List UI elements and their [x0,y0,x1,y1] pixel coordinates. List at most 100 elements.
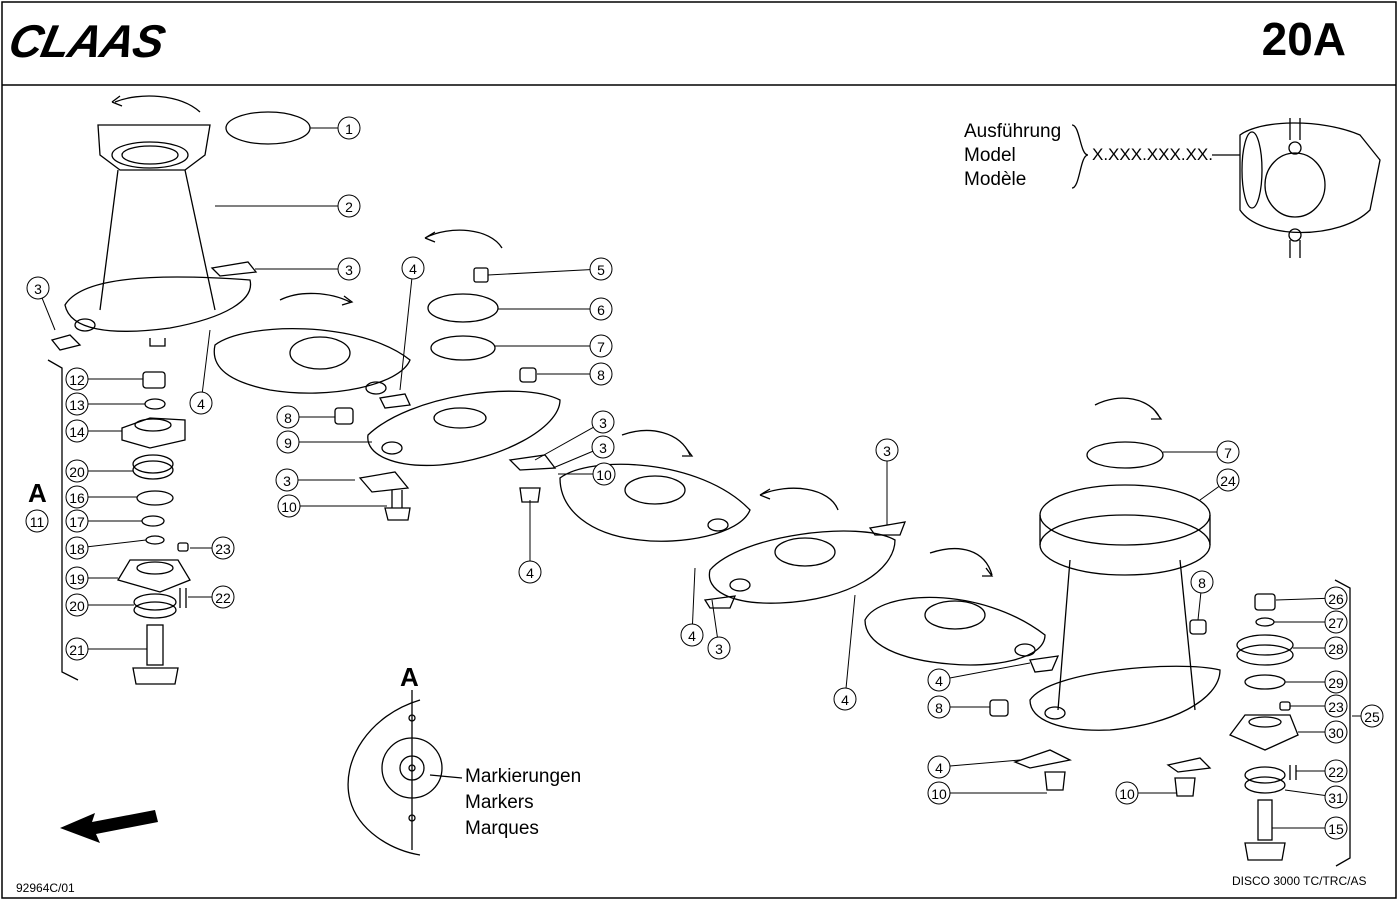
callout-number: 4 [526,565,534,581]
callout-balloon [25,509,49,533]
callout-balloon [680,623,704,647]
callout-number: 20 [69,464,85,480]
variant-label-de: Ausführung [964,121,1062,142]
callout-number: 3 [599,440,607,456]
sheet-number: 20A [1261,13,1346,65]
direction-arrow-icon [60,810,158,843]
callout-balloon [1324,610,1348,634]
callout-leader [845,594,856,689]
callout-number: 3 [715,641,723,657]
callout-balloon [518,560,542,584]
callout-balloon [65,536,89,560]
callout-number: 10 [1119,786,1135,802]
callout-number: 6 [597,302,605,318]
callout-number: 7 [597,339,605,355]
callout-balloon [1324,759,1348,783]
variant-labels: Ausführung Model Modèle [964,120,1061,192]
assembly-a-letter: A [28,478,47,508]
callout-number: 1 [345,121,353,137]
drawing-number: 92964C/01 [16,881,75,895]
callout-balloon [589,334,613,358]
variant-code: X.XXX.XXX.XX. [1092,145,1213,164]
variant-brace [1071,124,1089,189]
callout-number: 14 [69,424,85,440]
callout-balloon [276,405,300,429]
callout-balloon [1324,720,1348,744]
callout-number: 15 [1328,821,1344,837]
callout-number: 19 [69,571,85,587]
cutting-disc-2 [334,229,561,521]
callout-balloon [1360,704,1384,728]
callout-number: 26 [1328,591,1344,607]
callout-number: 3 [883,443,891,459]
cutting-disc-3 [508,429,751,542]
callout-number: 25 [1364,709,1380,725]
left-bearing-stack [117,371,191,685]
callout-number: 4 [197,396,205,412]
callout-number: 29 [1328,675,1344,691]
cutting-disc-4 [703,487,907,609]
callout-leader [399,278,413,391]
callout-balloon [927,781,951,805]
callout-leader [87,539,147,548]
cutting-disc-1 [213,292,411,409]
callout-balloon [65,566,89,590]
callout-leader [201,329,211,393]
callout-number: 3 [345,262,353,278]
marker-label-en: Markers [465,792,534,813]
callout-balloon [591,435,615,459]
callout-balloon [337,194,361,218]
callout-number: 8 [284,410,292,426]
callout-balloon [276,430,300,454]
callout-number: 4 [935,760,943,776]
callout-number: 2 [345,199,353,215]
callout-balloon [65,637,89,661]
callout-leader [534,426,594,461]
callout-balloon [875,438,899,462]
callout-balloon [277,494,301,518]
callout-number: 4 [409,261,417,277]
callout-number: 23 [1328,699,1344,715]
callout-balloon [1324,816,1348,840]
callout-balloon [65,509,89,533]
right-bearing-stack [1228,593,1299,861]
callout-leader [1197,592,1202,621]
callout-number: 11 [30,514,45,530]
callout-balloon [592,462,616,486]
callout-balloon [591,410,615,434]
callout-balloon [1115,781,1139,805]
callout-number: 31 [1328,790,1344,806]
machine-name: DISCO 3000 TC/TRC/AS [1232,874,1367,888]
callout-leader [711,599,718,638]
callout-leader [949,662,1031,679]
callout-balloon [65,367,89,391]
callout-balloon [65,485,89,509]
callout-leader [1284,789,1326,796]
callout-number: 16 [69,490,85,506]
callout-number: 17 [69,514,85,530]
callout-balloon [275,468,299,492]
callout-leader [487,269,591,276]
callout-balloon [337,116,361,140]
marker-detail [347,690,463,856]
callout-balloon [211,585,235,609]
callout-leader [691,567,696,625]
callout-balloon [211,536,235,560]
callout-number: 27 [1328,615,1344,631]
callout-leader [1275,597,1326,601]
marker-label-fr: Marques [465,818,539,839]
callout-balloon [833,687,857,711]
callout-number: 24 [1220,473,1236,489]
callout-leader [552,450,594,469]
assembly-a-bracket [47,359,79,681]
left-drum-housing [50,95,311,351]
callout-balloon [337,257,361,281]
callout-leader [1199,485,1220,501]
callout-balloon [1324,636,1348,660]
callout-number: 22 [1328,764,1344,780]
callout-balloon [1216,440,1240,464]
callout-balloon [589,362,613,386]
cutting-disc-5 [864,547,1060,673]
